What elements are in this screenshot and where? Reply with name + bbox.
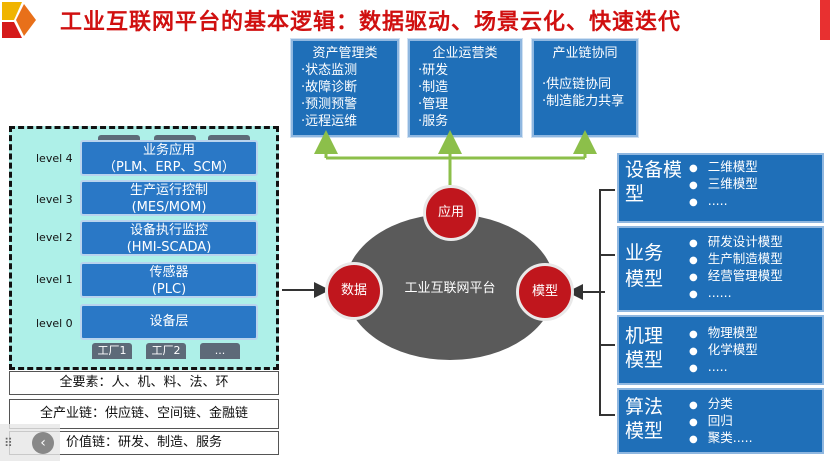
level-label: level 3 [36, 193, 73, 206]
model-item: 研发设计模型 [689, 234, 783, 251]
viewer-overlay: ⠿ ‹ [0, 424, 60, 461]
factory-tab: 工厂2 [146, 343, 186, 359]
back-icon[interactable]: ‹ [32, 432, 54, 454]
model-item: ..... [689, 193, 758, 210]
corner-accent [820, 0, 830, 40]
box-heading: 资产管理类 [312, 46, 378, 61]
level-title: 传感器 [149, 265, 189, 280]
model-item: 化学模型 [689, 342, 758, 359]
box-heading: 产业链协同 [552, 46, 618, 61]
model-item: 三维模型 [689, 176, 758, 193]
platform-label: 工业互联网平台 [404, 281, 496, 296]
model-name: 模型 [625, 349, 664, 371]
model-item: 聚类..... [689, 430, 753, 447]
model-item: 物理模型 [689, 325, 758, 342]
model-item: 分类 [689, 396, 753, 413]
box-item: ·状态监测 [301, 63, 358, 78]
model-item: 回归 [689, 413, 753, 430]
logo-icon [2, 2, 36, 38]
level-title: 设备层 [149, 314, 189, 329]
model-name: 算法 [625, 396, 664, 418]
level-box: 设备执行监控 (HMI-SCADA) [80, 220, 258, 256]
box-item: ·管理 [418, 97, 449, 112]
industry-chain-box: 产业链协同 ·供应链协同 ·制造能力共享 [532, 39, 638, 137]
model-name: 机理 [625, 325, 664, 347]
model-name: 模型 [625, 420, 664, 442]
data-circle: 数据 [325, 262, 383, 320]
business-model-box: 业务 模型 研发设计模型 生产制造模型 经营管理模型 ...... [617, 226, 824, 312]
box-item: ·远程运维 [301, 114, 358, 129]
level-label: level 1 [36, 273, 73, 286]
level-box: 传感器 (PLC) [80, 262, 258, 298]
level-subtitle: (MES/MOM) [131, 200, 207, 215]
level-label: level 0 [36, 317, 73, 330]
level-label: level 2 [36, 231, 73, 244]
model-item: 经营管理模型 [689, 268, 783, 285]
algorithm-model-box: 算法 模型 分类 回归 聚类..... [617, 388, 824, 454]
box-item: ·制造 [418, 80, 449, 95]
tab-strip [90, 135, 260, 145]
level-label: level 4 [36, 152, 73, 165]
box-item: ·供应链协同 [542, 77, 612, 92]
platform-ellipse [345, 214, 555, 360]
model-name: 设备模 [625, 159, 683, 181]
level-box: 生产运行控制 (MES/MOM) [80, 180, 258, 216]
level-title: 生产运行控制 [129, 183, 208, 198]
factory-tab: 工厂1 [92, 343, 132, 359]
box-item: ·制造能力共享 [542, 94, 625, 109]
model-item: ...... [689, 285, 783, 302]
level-subtitle: (PLC) [151, 282, 187, 297]
level-title: 业务应用 [142, 143, 195, 158]
model-name: 业务 [625, 242, 664, 264]
model-item: 生产制造模型 [689, 251, 783, 268]
model-item: 二维模型 [689, 159, 758, 176]
box-item: ·预测预警 [301, 97, 358, 112]
equipment-model-box: 设备模 型 二维模型 三维模型 ..... [617, 153, 824, 223]
enterprise-operation-box: 企业运营类 ·研发 ·制造 ·管理 ·服务 [408, 39, 522, 137]
page-title: 工业互联网平台的基本逻辑：数据驱动、场景云化、快速迭代 [60, 10, 682, 35]
model-name: 型 [625, 183, 645, 205]
level-box: 业务应用 （PLM、ERP、SCM） [80, 140, 258, 176]
level-title: 设备执行监控 [129, 223, 208, 238]
level-subtitle: （PLM、ERP、SCM） [103, 160, 235, 175]
model-item: ..... [689, 359, 758, 376]
box-item: ·服务 [418, 114, 449, 129]
app-circle: 应用 [423, 185, 479, 241]
factory-tab: ... [200, 343, 240, 359]
asset-management-box: 资产管理类 ·状态监测 ·故障诊断 ·预测预警 ·远程运维 [291, 39, 399, 137]
mechanism-model-box: 机理 模型 物理模型 化学模型 ..... [617, 315, 824, 385]
box-item: ·故障诊断 [301, 80, 358, 95]
box-heading: 企业运营类 [432, 46, 498, 61]
model-name: 模型 [625, 268, 664, 290]
grid-icon[interactable]: ⠿ [4, 436, 13, 450]
model-circle: 模型 [516, 263, 574, 321]
level-box: 设备层 [80, 304, 258, 340]
level-subtitle: (HMI-SCADA) [126, 240, 212, 255]
element-row: 全要素：人、机、料、法、环 [9, 371, 279, 395]
box-item: ·研发 [418, 63, 449, 78]
